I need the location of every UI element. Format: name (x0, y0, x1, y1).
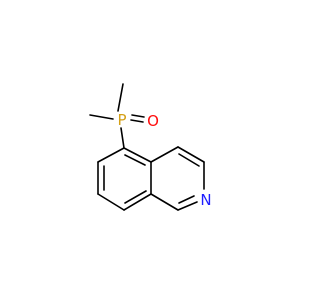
c5-c6-bond (97, 147, 125, 163)
nitrogen-atom-label: N (200, 191, 211, 209)
n2-c1-bond (177, 201, 198, 211)
c4-c3-inner-bond (178, 153, 200, 167)
c8-c8a-inner-bond (124, 190, 147, 204)
c4-c3-bond (177, 146, 205, 163)
c4a-c5-inner-bond (124, 154, 146, 166)
c7-c8-bond (97, 193, 125, 211)
n2-c1-inner-bond (178, 195, 195, 204)
isoquinoline-dimethylphosphine-oxide-structure: P O N (89, 83, 212, 211)
oxygen-atom-label: O (147, 112, 159, 130)
c1-c8a-bond (150, 193, 179, 211)
c4a-c5-bond (123, 147, 152, 163)
p-o-double-bond-a (131, 114, 145, 118)
methyl-bond-upper (117, 83, 124, 112)
p-c5-bond (120, 127, 125, 149)
phosphorus-atom-label: P (117, 111, 126, 129)
p-o-double-bond-b (130, 119, 144, 123)
c8-c8a-bond (123, 193, 152, 211)
methyl-bond-left (89, 114, 114, 120)
c4a-c4-bond (150, 146, 179, 163)
